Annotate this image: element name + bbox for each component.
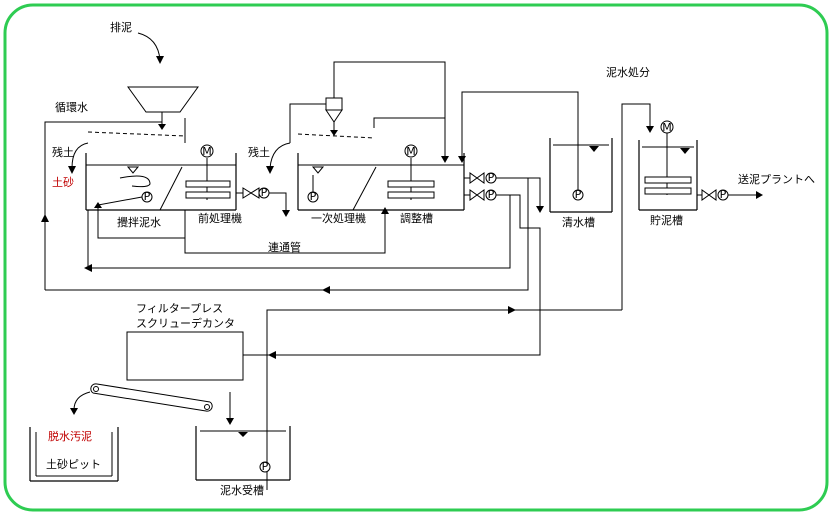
pump-symbol-8: P bbox=[262, 460, 269, 473]
label-soil-pit: 土砂ピット bbox=[46, 458, 101, 471]
stir-swirl bbox=[119, 175, 151, 188]
filter-press-box bbox=[126, 331, 244, 381]
hopper-icon bbox=[127, 86, 199, 113]
label-storage-tank: 貯泥槽 bbox=[650, 214, 683, 227]
recirc-line-tank1 bbox=[97, 196, 186, 239]
label-circulating-water: 循環水 bbox=[55, 101, 88, 114]
valve-icon bbox=[242, 187, 260, 199]
label-sludge-discharge: 排泥 bbox=[110, 20, 132, 34]
pump-symbol-6: P bbox=[575, 188, 582, 201]
label-residual-soil-mid: 残土 bbox=[248, 145, 270, 159]
sludge-in-arrow-line bbox=[137, 32, 161, 61]
residual-soil-arrow-line bbox=[71, 142, 89, 169]
valve-icon bbox=[701, 189, 717, 201]
pump-symbol-1: P bbox=[144, 190, 151, 203]
clear-water-tank: P bbox=[549, 138, 613, 213]
pump-symbol-3: P bbox=[310, 190, 317, 203]
screen-dashed-left bbox=[87, 131, 186, 137]
label-pretreatment: 前処理機 bbox=[198, 211, 242, 225]
label-adjustment-tank: 調整槽 bbox=[400, 211, 433, 225]
pump-symbol-2: P bbox=[261, 186, 268, 199]
pretreat-separator bbox=[159, 166, 183, 211]
motor-symbol-2: M bbox=[406, 145, 416, 158]
up-arrow-left bbox=[41, 214, 49, 222]
connecting-pipe bbox=[184, 210, 386, 254]
pump-symbol-5: P bbox=[488, 188, 495, 201]
label-connecting-pipe: 連通管 bbox=[268, 240, 301, 254]
label-stirring-mud: 攪拌泥水 bbox=[117, 215, 161, 229]
label-filter-press: フィルタープレス bbox=[136, 302, 223, 315]
valve-icon bbox=[469, 172, 485, 201]
pump-icon bbox=[307, 191, 319, 203]
motor-icon bbox=[660, 120, 674, 134]
frame-border bbox=[3, 3, 829, 512]
pump-icon bbox=[259, 461, 271, 473]
circulating-water-line bbox=[44, 121, 162, 290]
conveyor-icon bbox=[90, 383, 213, 412]
label-mud-disposal: 泥水処分 bbox=[606, 66, 650, 79]
pump-symbol-4: P bbox=[488, 171, 495, 184]
label-dewatered-sludge: 脱水汚泥 bbox=[48, 429, 92, 443]
pump-icon bbox=[572, 189, 584, 201]
storage-tank: M bbox=[638, 120, 698, 211]
tank-primary-treatment: M P bbox=[297, 144, 465, 211]
tank-pretreatment: M P bbox=[85, 144, 237, 211]
motor-symbol-3: M bbox=[662, 121, 672, 134]
label-to-plant: 送泥プラントへ bbox=[738, 172, 815, 186]
motor-icon bbox=[200, 144, 214, 158]
cyclone-icon bbox=[325, 97, 343, 123]
label-residual-soil-left: 残土 bbox=[52, 145, 74, 159]
sludge-in-arrowhead bbox=[156, 56, 164, 64]
mud-receiving-tank: P bbox=[195, 426, 291, 481]
label-primary-treatment: 一次処理機 bbox=[311, 211, 366, 225]
residual-soil-arrowhead bbox=[68, 166, 76, 174]
label-soil-sand: 土砂 bbox=[52, 176, 74, 189]
soil-pit bbox=[29, 427, 119, 482]
pump-symbol-7: P bbox=[720, 188, 727, 201]
motor-icon bbox=[404, 144, 418, 158]
motor-symbol-1: M bbox=[202, 145, 212, 158]
label-mud-receiving-tank: 泥水受槽 bbox=[220, 484, 264, 497]
label-clear-water-tank: 清水槽 bbox=[562, 216, 595, 229]
label-screw-decanter: スクリューデカンタ bbox=[136, 316, 235, 330]
